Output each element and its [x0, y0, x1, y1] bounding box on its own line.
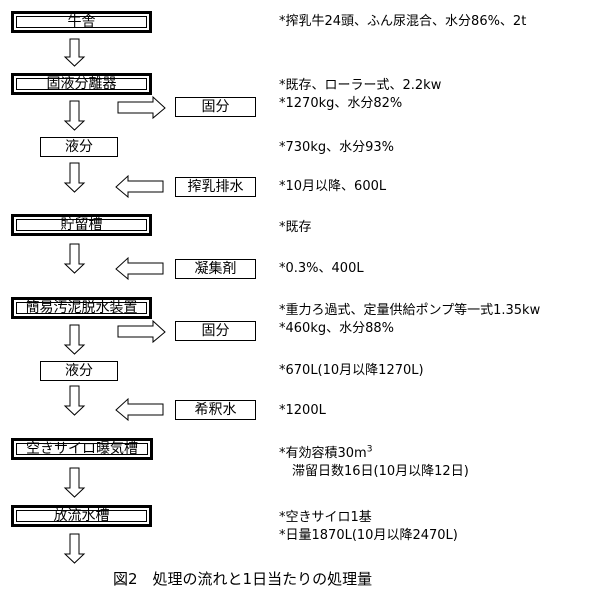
step-sludge-dewatering-device: 簡易汚泥脱水装置 [11, 297, 152, 319]
note-separator-spec: *既存、ローラー式、2.2kw [279, 78, 442, 93]
milking-wastewater-box: 搾乳排水 [175, 177, 256, 197]
left-arrow-icon [115, 256, 164, 281]
step-label: 放流水槽 [16, 509, 147, 523]
liquid-output-box-1: 液分 [40, 137, 118, 157]
left-arrow-icon [115, 397, 164, 422]
solid-output-box-2: 固分 [175, 321, 256, 341]
note-separator-solid: *1270kg、水分82% [279, 96, 403, 111]
down-arrow-icon [63, 38, 86, 67]
note-liquid-2: *670L(10月以降1270L) [279, 363, 424, 378]
note-dewater-spec: *重力ろ過式、定量供給ポンプ等一式1.35kw [279, 303, 541, 318]
right-arrow-icon [117, 95, 166, 120]
down-arrow-icon [63, 385, 86, 416]
step-label: 牛舎 [16, 15, 147, 29]
note-barn: *搾乳牛24頭、ふん尿混合、水分86%、2t [279, 14, 527, 29]
note-aeration-volume-text: *有効容積30m [279, 446, 367, 461]
step-label: 固液分離器 [16, 77, 147, 91]
note-aeration-retention: 滞留日数16日(10月以降12日) [292, 464, 469, 479]
step-label: 簡易汚泥脱水装置 [16, 301, 147, 315]
down-arrow-icon [63, 467, 86, 498]
step-storage-tank: 貯留槽 [11, 214, 152, 236]
liquid-output-box-2: 液分 [40, 361, 118, 381]
note-dewater-solid: *460kg、水分88% [279, 321, 394, 336]
note-aeration-volume: *有効容積30m3 [279, 445, 372, 462]
step-barn: 牛舎 [11, 11, 152, 33]
step-label: 貯留槽 [16, 218, 147, 232]
superscript-cubic: 3 [366, 444, 373, 455]
right-arrow-icon [117, 319, 166, 344]
down-arrow-icon [63, 100, 86, 131]
dilution-water-box: 希釈水 [175, 400, 256, 420]
down-arrow-icon [63, 533, 86, 564]
figure-caption: 図2 処理の流れと1日当たりの処理量 [113, 570, 373, 588]
note-discharge-silo: *空きサイロ1基 [279, 510, 372, 525]
step-silo-aeration-tank: 空きサイロ曝気槽 [11, 438, 153, 460]
coagulant-box: 凝集剤 [175, 259, 256, 279]
solid-output-box-1: 固分 [175, 97, 256, 117]
step-label: 空きサイロ曝気槽 [16, 442, 148, 456]
down-arrow-icon [63, 324, 86, 355]
note-liquid-1: *730kg、水分93% [279, 140, 394, 155]
left-arrow-icon [115, 174, 164, 199]
note-dilution: *1200L [279, 403, 326, 418]
note-coagulant: *0.3%、400L [279, 261, 364, 276]
down-arrow-icon [63, 162, 86, 193]
note-milking-wastewater: *10月以降、600L [279, 179, 387, 194]
step-solid-liquid-separator: 固液分離器 [11, 73, 152, 95]
down-arrow-icon [63, 243, 86, 274]
step-discharge-tank: 放流水槽 [11, 505, 152, 527]
note-storage: *既存 [279, 220, 312, 235]
note-discharge-daily: *日量1870L(10月以降2470L) [279, 528, 458, 543]
